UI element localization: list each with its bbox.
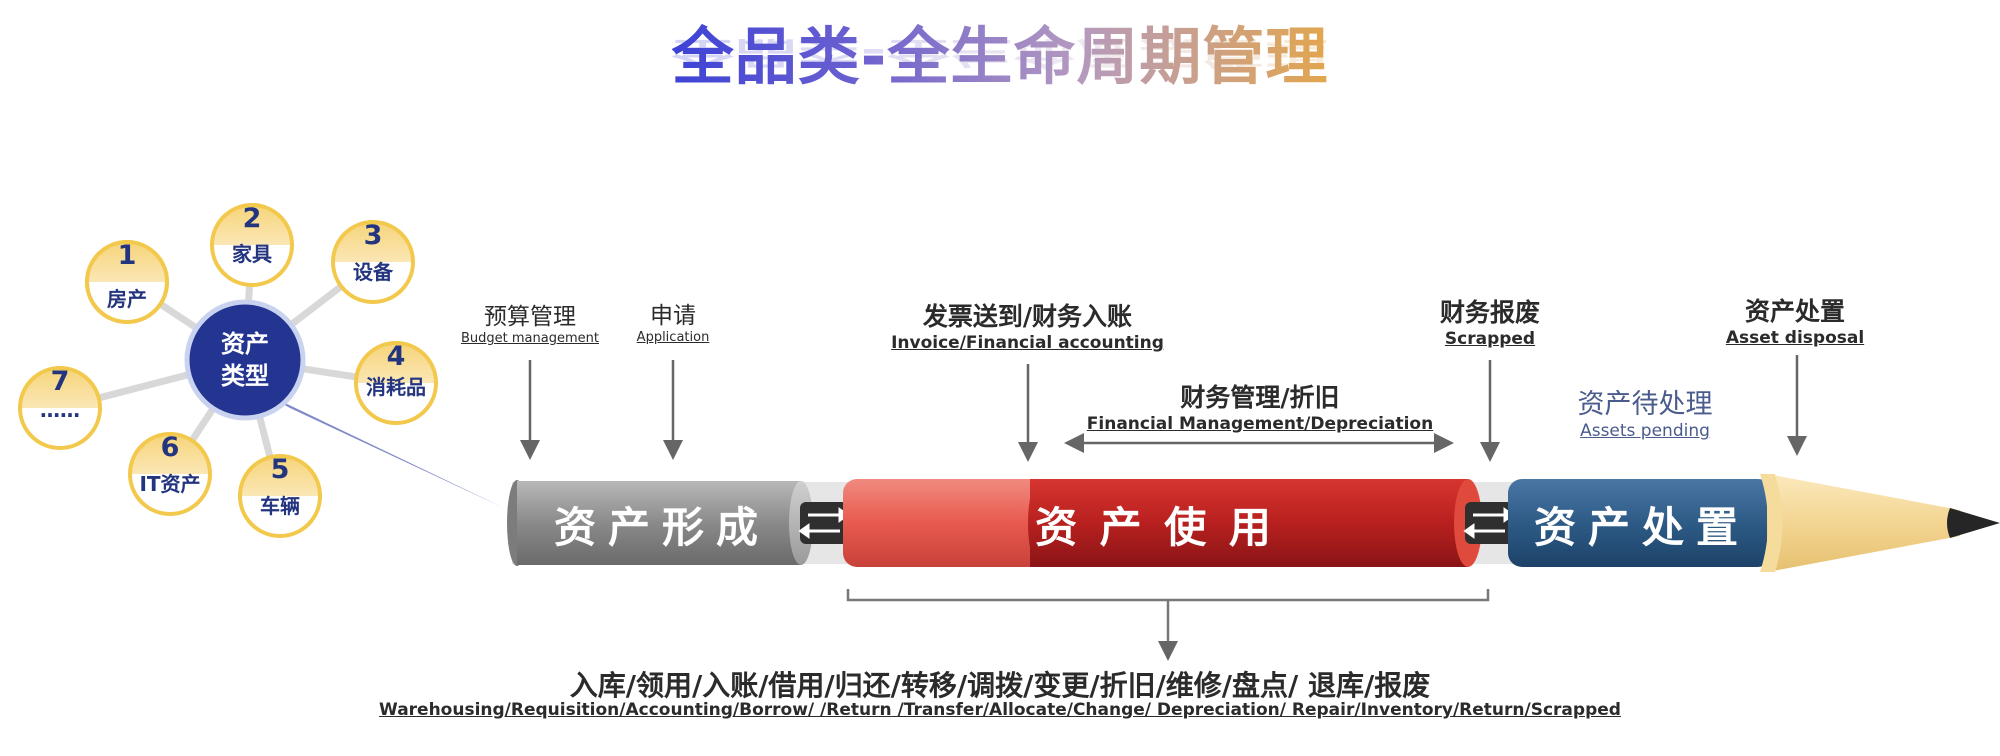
phase-disposal-label: 资产处置 [1533,503,1750,552]
usage-bracket [846,589,1490,661]
bubble-1-number: 1 [117,240,137,271]
step-pending: 资产待处理 Assets pending [1577,389,1713,441]
bubble-5 [238,454,322,538]
usage-segment-light [843,479,1043,567]
step-scrapped: 财务报废 Scrapped [1439,298,1540,349]
step-depreciation: 财务管理/折旧 Financial Management/Depreciatio… [1086,383,1434,434]
bubble-2-number: 2 [242,203,262,234]
page-title: 全品类-全生命周期管理 [0,6,2000,96]
bubble-3-label: 设备 [353,260,393,284]
bubble-2-label: 家具 [232,242,272,266]
bubble-4 [354,341,438,425]
bubble-1 [85,240,169,324]
bubble-5-label: 车辆 [260,494,300,518]
pencil-wood [1767,474,1960,572]
operations-en: Warehousing/Requisition/Accounting/Borro… [379,700,1621,720]
bubble-6-label: IT资产 [139,472,201,496]
hub-circle [184,299,306,421]
bubble-2 [210,203,294,287]
bubble-6-number: 6 [160,432,180,463]
bubble-6 [128,432,212,516]
connector-1 [800,502,848,544]
usage-segment [1030,479,1468,567]
bubble-3-number: 3 [363,220,383,251]
bubble-4-label: 消耗品 [366,375,426,399]
operations-zh: 入库/领用/入账/借用/归还/转移/调拨/变更/折旧/维修/盘点/ 退库/报废 [569,669,1431,702]
phase-formation-label: 资产形成 [553,503,770,552]
step-application: 申请 Application [636,303,710,345]
pencil-graphite [1947,508,2000,538]
step-invoice: 发票送到/财务入账 Invoice/Financial accounting [891,302,1164,353]
asset-type-bubbles [18,203,438,538]
bubble-7 [18,366,102,450]
phase-usage-label: 资 产 使 用 [1035,503,1275,552]
disposal-segment [1508,479,1772,567]
step-arrows [520,355,1807,462]
step-budget: 预算管理 Budget management [461,304,599,346]
bubble-1-label: 房产 [107,287,147,311]
bubble-3 [331,220,415,304]
hub-connector-beam [262,392,504,508]
connector-2 [1465,502,1513,544]
formation-segment [517,481,801,565]
bubble-7-number: 7 [50,366,70,397]
step-disposal: 资产处置 Asset disposal [1725,297,1865,348]
bubble-7-label: …… [40,398,80,422]
hub-label: 资产 类型 [221,330,269,390]
bubble-5-number: 5 [270,454,290,485]
bubble-4-number: 4 [386,341,406,372]
